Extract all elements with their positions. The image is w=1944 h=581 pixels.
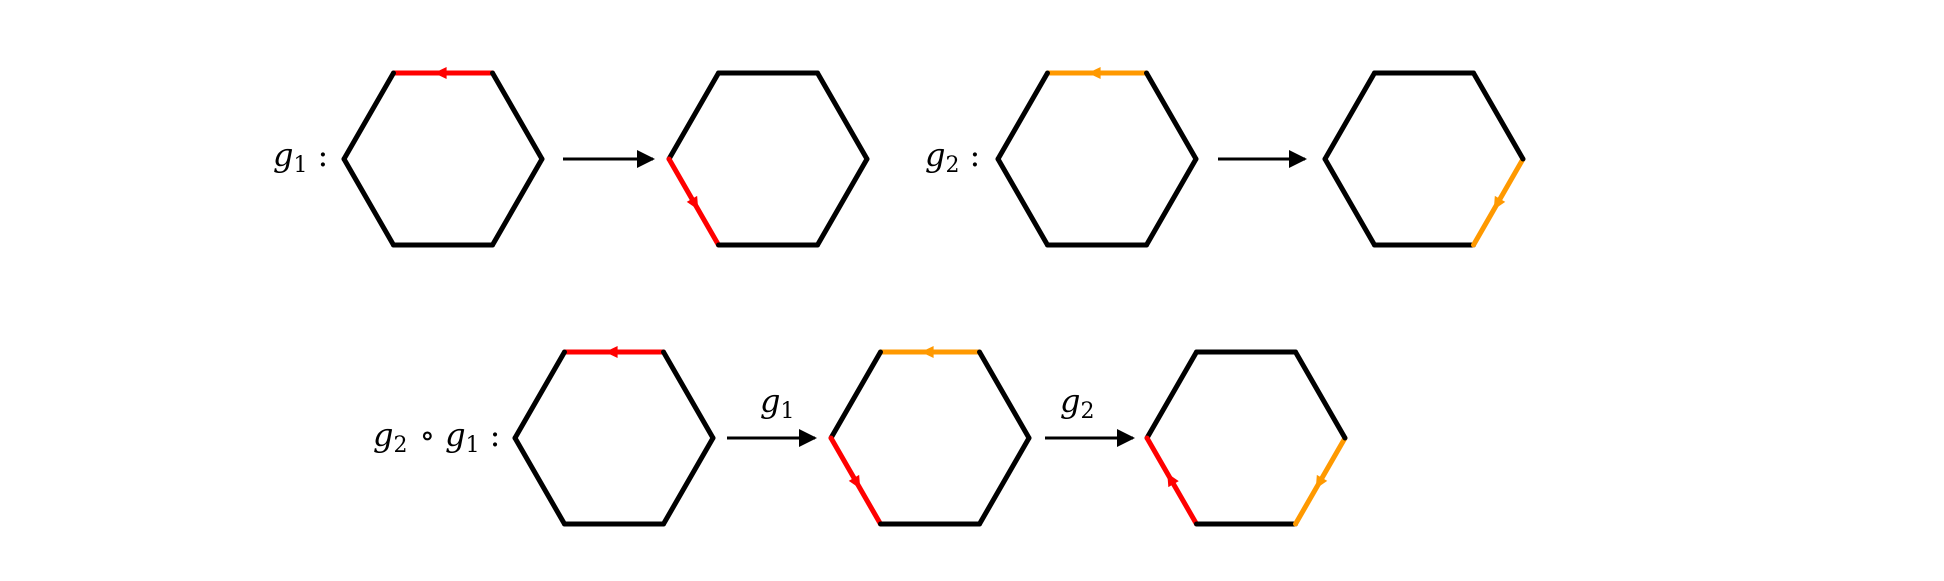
hexagon-edge-upper-left bbox=[666, 70, 721, 162]
hexagon-edge-upper-right bbox=[490, 70, 545, 162]
label-sub: 2 bbox=[945, 153, 959, 178]
label-var: g bbox=[925, 136, 945, 174]
map-arrowhead bbox=[1117, 429, 1135, 447]
hexagon-edge-lower-left bbox=[341, 156, 396, 248]
hexagon-edge-lower-left bbox=[512, 435, 567, 527]
label-colon: : bbox=[969, 136, 980, 174]
hexagon-edge-lower-right bbox=[1144, 156, 1199, 248]
label-var2: g bbox=[445, 416, 465, 454]
map-arrowhead bbox=[637, 150, 655, 168]
edge-arrow-top bbox=[605, 346, 618, 358]
hexagon-edge-upper-left bbox=[512, 349, 567, 441]
edge-arrow-top bbox=[434, 67, 447, 79]
edge-arrow-lower-right bbox=[1493, 195, 1506, 210]
hexagon-edge-upper-right bbox=[1293, 349, 1348, 441]
edge-arrow-lower-right bbox=[1315, 474, 1328, 489]
hexagon-edge-upper-right bbox=[977, 349, 1032, 441]
hexagon-edge-upper-left bbox=[828, 349, 883, 441]
hexagon-edge-lower-left bbox=[1322, 156, 1377, 248]
edge-arrow-top bbox=[1088, 67, 1101, 79]
label-g2: g2: bbox=[925, 136, 980, 178]
label-sub: 1 bbox=[293, 153, 307, 178]
hexagon-edge-lower-right bbox=[661, 435, 716, 527]
hexagon-edge-upper-left bbox=[341, 70, 396, 162]
hexagon-edge-lower-left bbox=[995, 156, 1050, 248]
edge-arrow-lower-left bbox=[848, 474, 861, 489]
label-g1: g1: bbox=[273, 136, 328, 178]
edge-arrow-lower-left bbox=[686, 195, 699, 210]
map-arrowhead bbox=[1289, 150, 1307, 168]
label-colon: : bbox=[317, 136, 328, 174]
arrow-label-g2: g2 bbox=[1060, 382, 1094, 424]
diagram-shapes bbox=[341, 67, 1526, 527]
edge-arrow-lower-left bbox=[1167, 473, 1179, 488]
map-arrowhead bbox=[799, 429, 817, 447]
hexagon-edge-lower-right bbox=[815, 156, 870, 248]
arrow-label-g1: g1 bbox=[760, 382, 794, 424]
hexagon-edge-upper-left bbox=[1322, 70, 1377, 162]
label-compose-op: ∘ bbox=[419, 416, 435, 454]
label-sub: 2 bbox=[393, 433, 407, 458]
hexagon-edge-upper-right bbox=[1471, 70, 1526, 162]
hexagon-edge-lower-right bbox=[977, 435, 1032, 527]
label-g2-compose-g1: g2∘g1: bbox=[373, 416, 500, 458]
hexagon-edge-upper-right bbox=[815, 70, 870, 162]
hexagon-edge-upper-right bbox=[661, 349, 716, 441]
hexagon-edge-upper-left bbox=[995, 70, 1050, 162]
hexagon-edge-lower-right bbox=[490, 156, 545, 248]
label-colon: : bbox=[490, 416, 501, 454]
edge-arrow-top bbox=[921, 346, 934, 358]
label-var: g bbox=[273, 136, 293, 174]
hexagon-edge-upper-left bbox=[1144, 349, 1199, 441]
label-var: g bbox=[373, 416, 393, 454]
hexagon-edge-upper-right bbox=[1144, 70, 1199, 162]
label-sub2: 1 bbox=[466, 433, 480, 458]
